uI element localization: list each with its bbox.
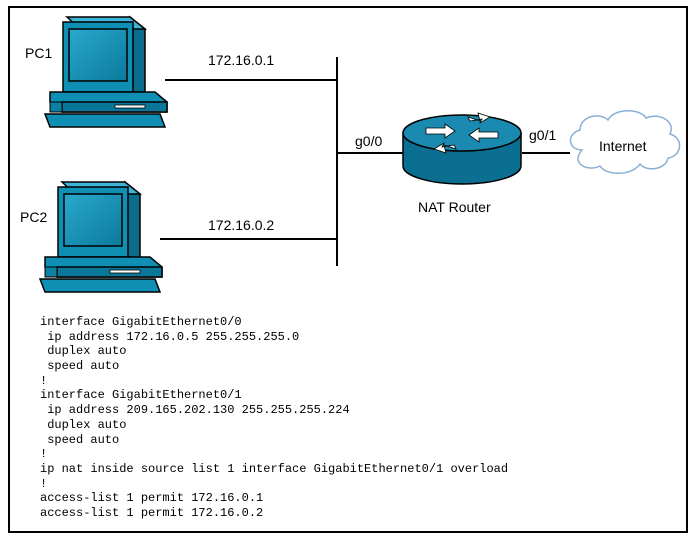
config-line: access-list 1 permit 172.16.0.2 bbox=[40, 505, 264, 520]
config-line: ip address 209.165.202.130 255.255.255.2… bbox=[40, 403, 350, 418]
outside-interface-label: g0/1 bbox=[529, 127, 556, 143]
router-icon bbox=[402, 112, 522, 185]
config-line: interface GigabitEthernet0/1 bbox=[40, 388, 242, 403]
config-line: duplex auto bbox=[40, 417, 127, 432]
config-line: duplex auto bbox=[40, 344, 127, 359]
pc2-label: PC2 bbox=[20, 209, 47, 225]
pc1-label: PC1 bbox=[25, 45, 52, 61]
config-line: interface GigabitEthernet0/0 bbox=[40, 315, 242, 329]
pc1-desktop-pc-icon bbox=[43, 15, 168, 128]
router-configuration: interface GigabitEthernet0/0 ip address … bbox=[40, 315, 508, 521]
config-line: access-list 1 permit 172.16.0.1 bbox=[40, 491, 264, 506]
internet-cloud-icon bbox=[569, 110, 681, 174]
router-label: NAT Router bbox=[418, 199, 491, 215]
pc2-ip-label: 172.16.0.2 bbox=[208, 217, 274, 233]
config-line: ip address 172.16.0.5 255.255.255.0 bbox=[40, 329, 300, 344]
network-topology: PC1 172.16.0.1 PC2 172.16.0.2 g0/0 g0/1 … bbox=[20, 15, 681, 293]
diagram-frame bbox=[8, 6, 688, 533]
inside-interface-label: g0/0 bbox=[355, 133, 382, 149]
pc2-desktop-pc-icon bbox=[38, 180, 163, 293]
config-line: ip nat inside source list 1 interface Gi… bbox=[40, 461, 509, 476]
config-line: speed auto bbox=[40, 359, 120, 374]
config-line: ! bbox=[40, 373, 48, 388]
config-line: ! bbox=[40, 447, 48, 462]
config-line: ! bbox=[40, 476, 48, 491]
config-line: speed auto bbox=[40, 432, 120, 447]
internet-label: Internet bbox=[599, 138, 647, 154]
pc1-ip-label: 172.16.0.1 bbox=[208, 52, 274, 68]
